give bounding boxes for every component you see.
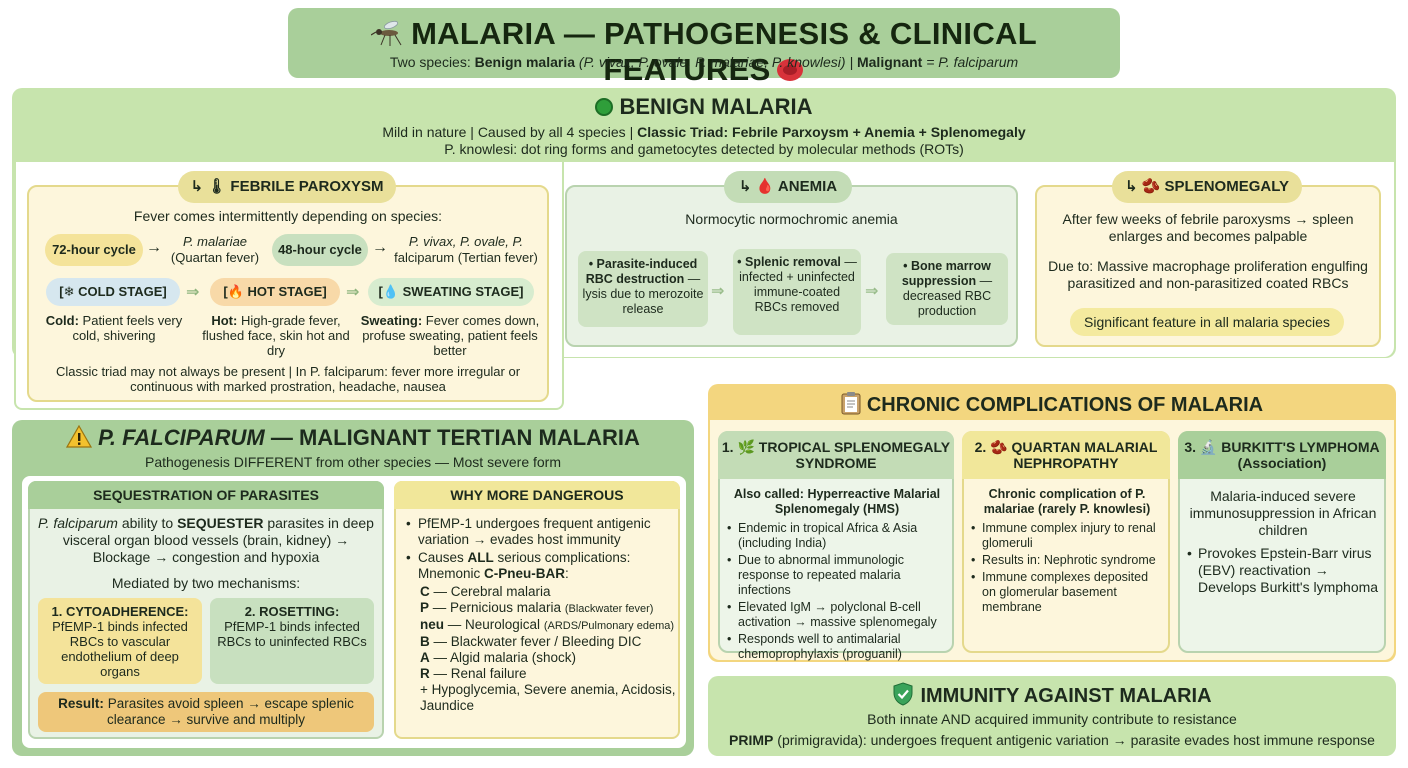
list-item: Elevated IgM → polyclonal B-cell activat… <box>726 600 948 630</box>
immunity-text: Both innate AND acquired immunity contri… <box>867 711 1237 727</box>
sequestration-result: Result: Parasites avoid spleen → escape … <box>38 692 374 732</box>
benign-subtitle: Mild in nature | Caused by all 4 species… <box>382 124 1026 140</box>
benign-title: BENIGN MALARIA <box>12 94 1396 120</box>
burkitts-lymphoma-body: Malaria-induced severe immunosuppression… <box>1186 488 1380 598</box>
red-blood-cell-icon <box>776 59 803 81</box>
arrow-icon: ⇒ <box>865 283 879 300</box>
benign-knowlesi-note: P. knowlesi: dot ring forms and gametocy… <box>444 141 964 157</box>
cytoadherence-box: 1. CYTOADHERENCE:PfEMP-1 binds infected … <box>38 598 202 684</box>
page-title: MALARIA — PATHOGENESIS & CLINICAL FEATUR… <box>288 16 1120 88</box>
immunity-section <box>708 676 1396 756</box>
anemia-intro: Normocytic normochromic anemia <box>685 211 898 227</box>
sweating-stage-description: Sweating: Fever comes down, profuse swea… <box>360 313 540 358</box>
cycle-48-badge: 48-hour cycle <box>272 234 368 266</box>
extra-complications: + Hypoglycemia, Severe anemia, Acidosis,… <box>420 682 676 713</box>
febrile-paroxysm-heading: ↳ 🌡 FEBRILE PAROXYSM <box>178 171 396 203</box>
arrow-icon: ⇒ <box>186 284 200 301</box>
chronic-title: CHRONIC COMPLICATIONS OF MALARIA <box>708 391 1396 417</box>
why-dangerous-list: PfEMP-1 undergoes frequent antigenic var… <box>404 516 676 714</box>
cycle-72-description: P. malariae(Quartan fever) <box>170 234 260 265</box>
mnemonic-item: A — Algid malaria (shock) <box>420 650 577 665</box>
splenomegaly-cause: Due to: Massive macrophage proliferation… <box>1048 258 1368 291</box>
immunity-primp: PRIMP (primigravida): undergoes frequent… <box>729 732 1375 748</box>
arrow-icon: ⇒ <box>346 284 360 301</box>
sequestration-text: P. falciparum ability to SEQUESTER paras… <box>38 515 374 565</box>
splenomegaly-highlight: Significant feature in all malaria speci… <box>1070 308 1344 336</box>
list-item: Results in: Nephrotic syndrome <box>970 553 1164 568</box>
quartan-nephropathy-body: Chronic complication of P. malariae (rar… <box>970 487 1164 617</box>
quartan-nephropathy-heading: 2. 🫘 QUARTAN MALARIAL NEPHROPATHY <box>962 431 1170 479</box>
cycle-72-badge: 72-hour cycle <box>45 234 143 266</box>
card-lead: Malaria-induced severe immunosuppression… <box>1189 488 1377 538</box>
tropical-splenomegaly-body: Also called: Hyperreactive Malarial Sple… <box>726 487 948 664</box>
tropical-splenomegaly-heading: 1. 🌿 TROPICAL SPLENOMEGALY SYNDROME <box>718 431 954 479</box>
anemia-cause-splenic-removal: • Splenic removal — infected + uninfecte… <box>733 249 861 335</box>
list-item: Provokes Epstein-Barr virus (EBV) reacti… <box>1186 545 1380 596</box>
mnemonic-item: P — Pernicious malaria (Blackwater fever… <box>420 600 654 615</box>
list-item: Immune complexes deposited on glomerular… <box>970 570 1164 615</box>
hot-stage-badge: [🔥 HOT STAGE] <box>210 278 340 306</box>
title-subtitle: Two species: Benign malaria (P. vivax, P… <box>389 54 1019 70</box>
list-item: Immune complex injury to renal glomeruli <box>970 521 1164 551</box>
sequestration-heading: SEQUESTRATION OF PARASITES <box>28 481 384 509</box>
anemia-heading: ↳ 🩸 ANEMIA <box>724 171 852 203</box>
card-lead: Also called: Hyperreactive Malarial Sple… <box>733 487 941 516</box>
sweating-stage-badge: [💧 SWEATING STAGE] <box>368 278 534 306</box>
immunity-title: IMMUNITY AGAINST MALARIA <box>708 682 1396 708</box>
why-dangerous-heading: WHY MORE DANGEROUS <box>394 481 680 509</box>
cold-stage-badge: [❄ COLD STAGE] <box>46 278 180 306</box>
rosetting-box: 2. ROSETTING:PfEMP-1 binds infected RBCs… <box>210 598 374 684</box>
cold-stage-description: Cold: Patient feels very cold, shivering <box>45 313 183 343</box>
card-lead: Chronic complication of P. malariae (rar… <box>983 487 1151 516</box>
mnemonic-item: R — Renal failure <box>420 666 527 681</box>
arrow-icon: ⇒ <box>711 283 725 300</box>
burkitts-lymphoma-heading: 3. 🔬 BURKITT'S LYMPHOMA (Association) <box>1178 431 1386 479</box>
list-item: Responds well to antimalarial chemoproph… <box>726 632 948 662</box>
green-circle-icon <box>595 98 614 116</box>
febrile-intro: Fever comes intermittently depending on … <box>133 208 443 224</box>
clipboard-icon <box>841 392 861 415</box>
mechanisms-intro: Mediated by two mechanisms: <box>111 575 301 591</box>
anemia-cause-destruction: • Parasite-induced RBC destruction — lys… <box>578 251 708 327</box>
list-item: Due to abnormal immunologic response to … <box>726 553 948 598</box>
shield-check-icon <box>893 682 913 706</box>
cycle-48-description: P. vivax, P. ovale, P.falciparum (Tertia… <box>394 234 538 265</box>
anemia-cause-marrow-suppression: • Bone marrow suppression — decreased RB… <box>886 253 1008 325</box>
febrile-note: Classic triad may not always be present … <box>55 364 521 394</box>
list-item: Endemic in tropical Africa & Asia (inclu… <box>726 521 948 551</box>
mnemonic-item: C — Cerebral malaria <box>420 584 551 599</box>
mnemonic-item: neu — Neurological (ARDS/Pulmonary edema… <box>420 617 675 632</box>
warning-icon <box>66 425 93 448</box>
splenomegaly-heading: ↳ 🫘 SPLENOMEGALY <box>1112 171 1302 203</box>
arrow-icon: → <box>146 239 162 256</box>
mosquito-icon <box>371 20 402 46</box>
title-banner: MALARIA — PATHOGENESIS & CLINICAL FEATUR… <box>288 8 1120 87</box>
list-item: Causes ALL serious complications: Mnemon… <box>404 550 676 582</box>
hot-stage-description: Hot: High-grade fever, flushed face, ski… <box>202 313 350 358</box>
list-item: PfEMP-1 undergoes frequent antigenic var… <box>404 516 676 548</box>
mnemonic-item: B — Blackwater fever / Bleeding DIC <box>420 634 642 649</box>
splenomegaly-text: After few weeks of febrile paroxysms → s… <box>1062 211 1354 244</box>
arrow-icon: → <box>372 239 388 256</box>
falciparum-title: P. FALCIPARUM — MALIGNANT TERTIAN MALARI… <box>12 425 694 451</box>
falciparum-subtitle: Pathogenesis DIFFERENT from other specie… <box>145 454 561 470</box>
